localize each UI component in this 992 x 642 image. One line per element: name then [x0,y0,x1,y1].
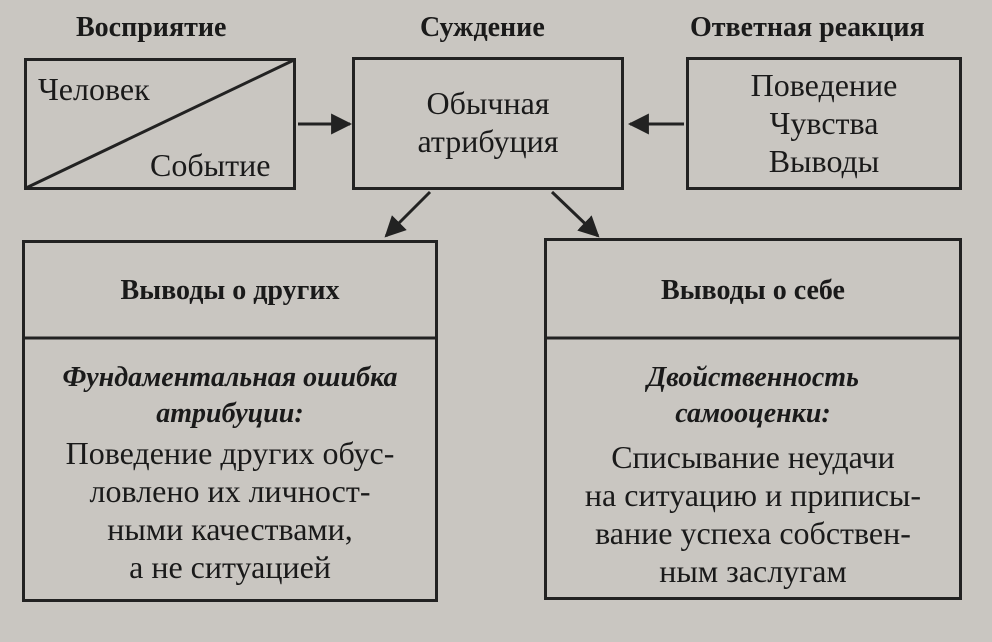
self-body-line4: ным заслугам [659,553,847,589]
response-line2: Чувства [769,105,879,141]
others-body-line4: а не ситуацией [129,549,331,585]
arrow-judgment-to-others [384,190,432,238]
self-body-line2: на ситуацию и приписы- [584,477,922,513]
others-subtitle-line1: Фундаментальная ошибка [62,362,398,393]
others-panel [22,240,438,602]
others-title: Выводы о других [120,275,340,306]
others-body-line3: ными качествами, [107,511,353,547]
others-body-line2: ловлено их личност- [89,473,371,509]
response-line1: Поведение [750,67,898,103]
arrow-judgment-to-self [550,190,600,238]
heading-judgment: Суждение [420,12,545,43]
self-subtitle-line1: Двойственность [647,362,859,393]
others-subtitle-line2: атрибуции: [156,398,304,429]
judgment-box [352,57,624,190]
self-title: Выводы о себе [661,275,845,306]
judgment-line2: атрибуция [417,123,559,159]
self-subtitle-line2: самооценки: [675,398,831,429]
perception-event: Событие [150,147,271,183]
perception-person: Человек [38,71,150,107]
self-panel [544,238,962,600]
heading-response: Ответная реакция [690,12,925,43]
heading-perception: Восприятие [76,12,227,43]
others-body-line1: Поведение других обус- [65,435,395,471]
response-line3: Выводы [768,143,880,179]
self-body-line3: вание успеха собствен- [595,515,911,551]
self-body-line1: Списывание неудачи [611,439,895,475]
response-box [686,57,962,190]
judgment-line1: Обычная [426,85,550,121]
